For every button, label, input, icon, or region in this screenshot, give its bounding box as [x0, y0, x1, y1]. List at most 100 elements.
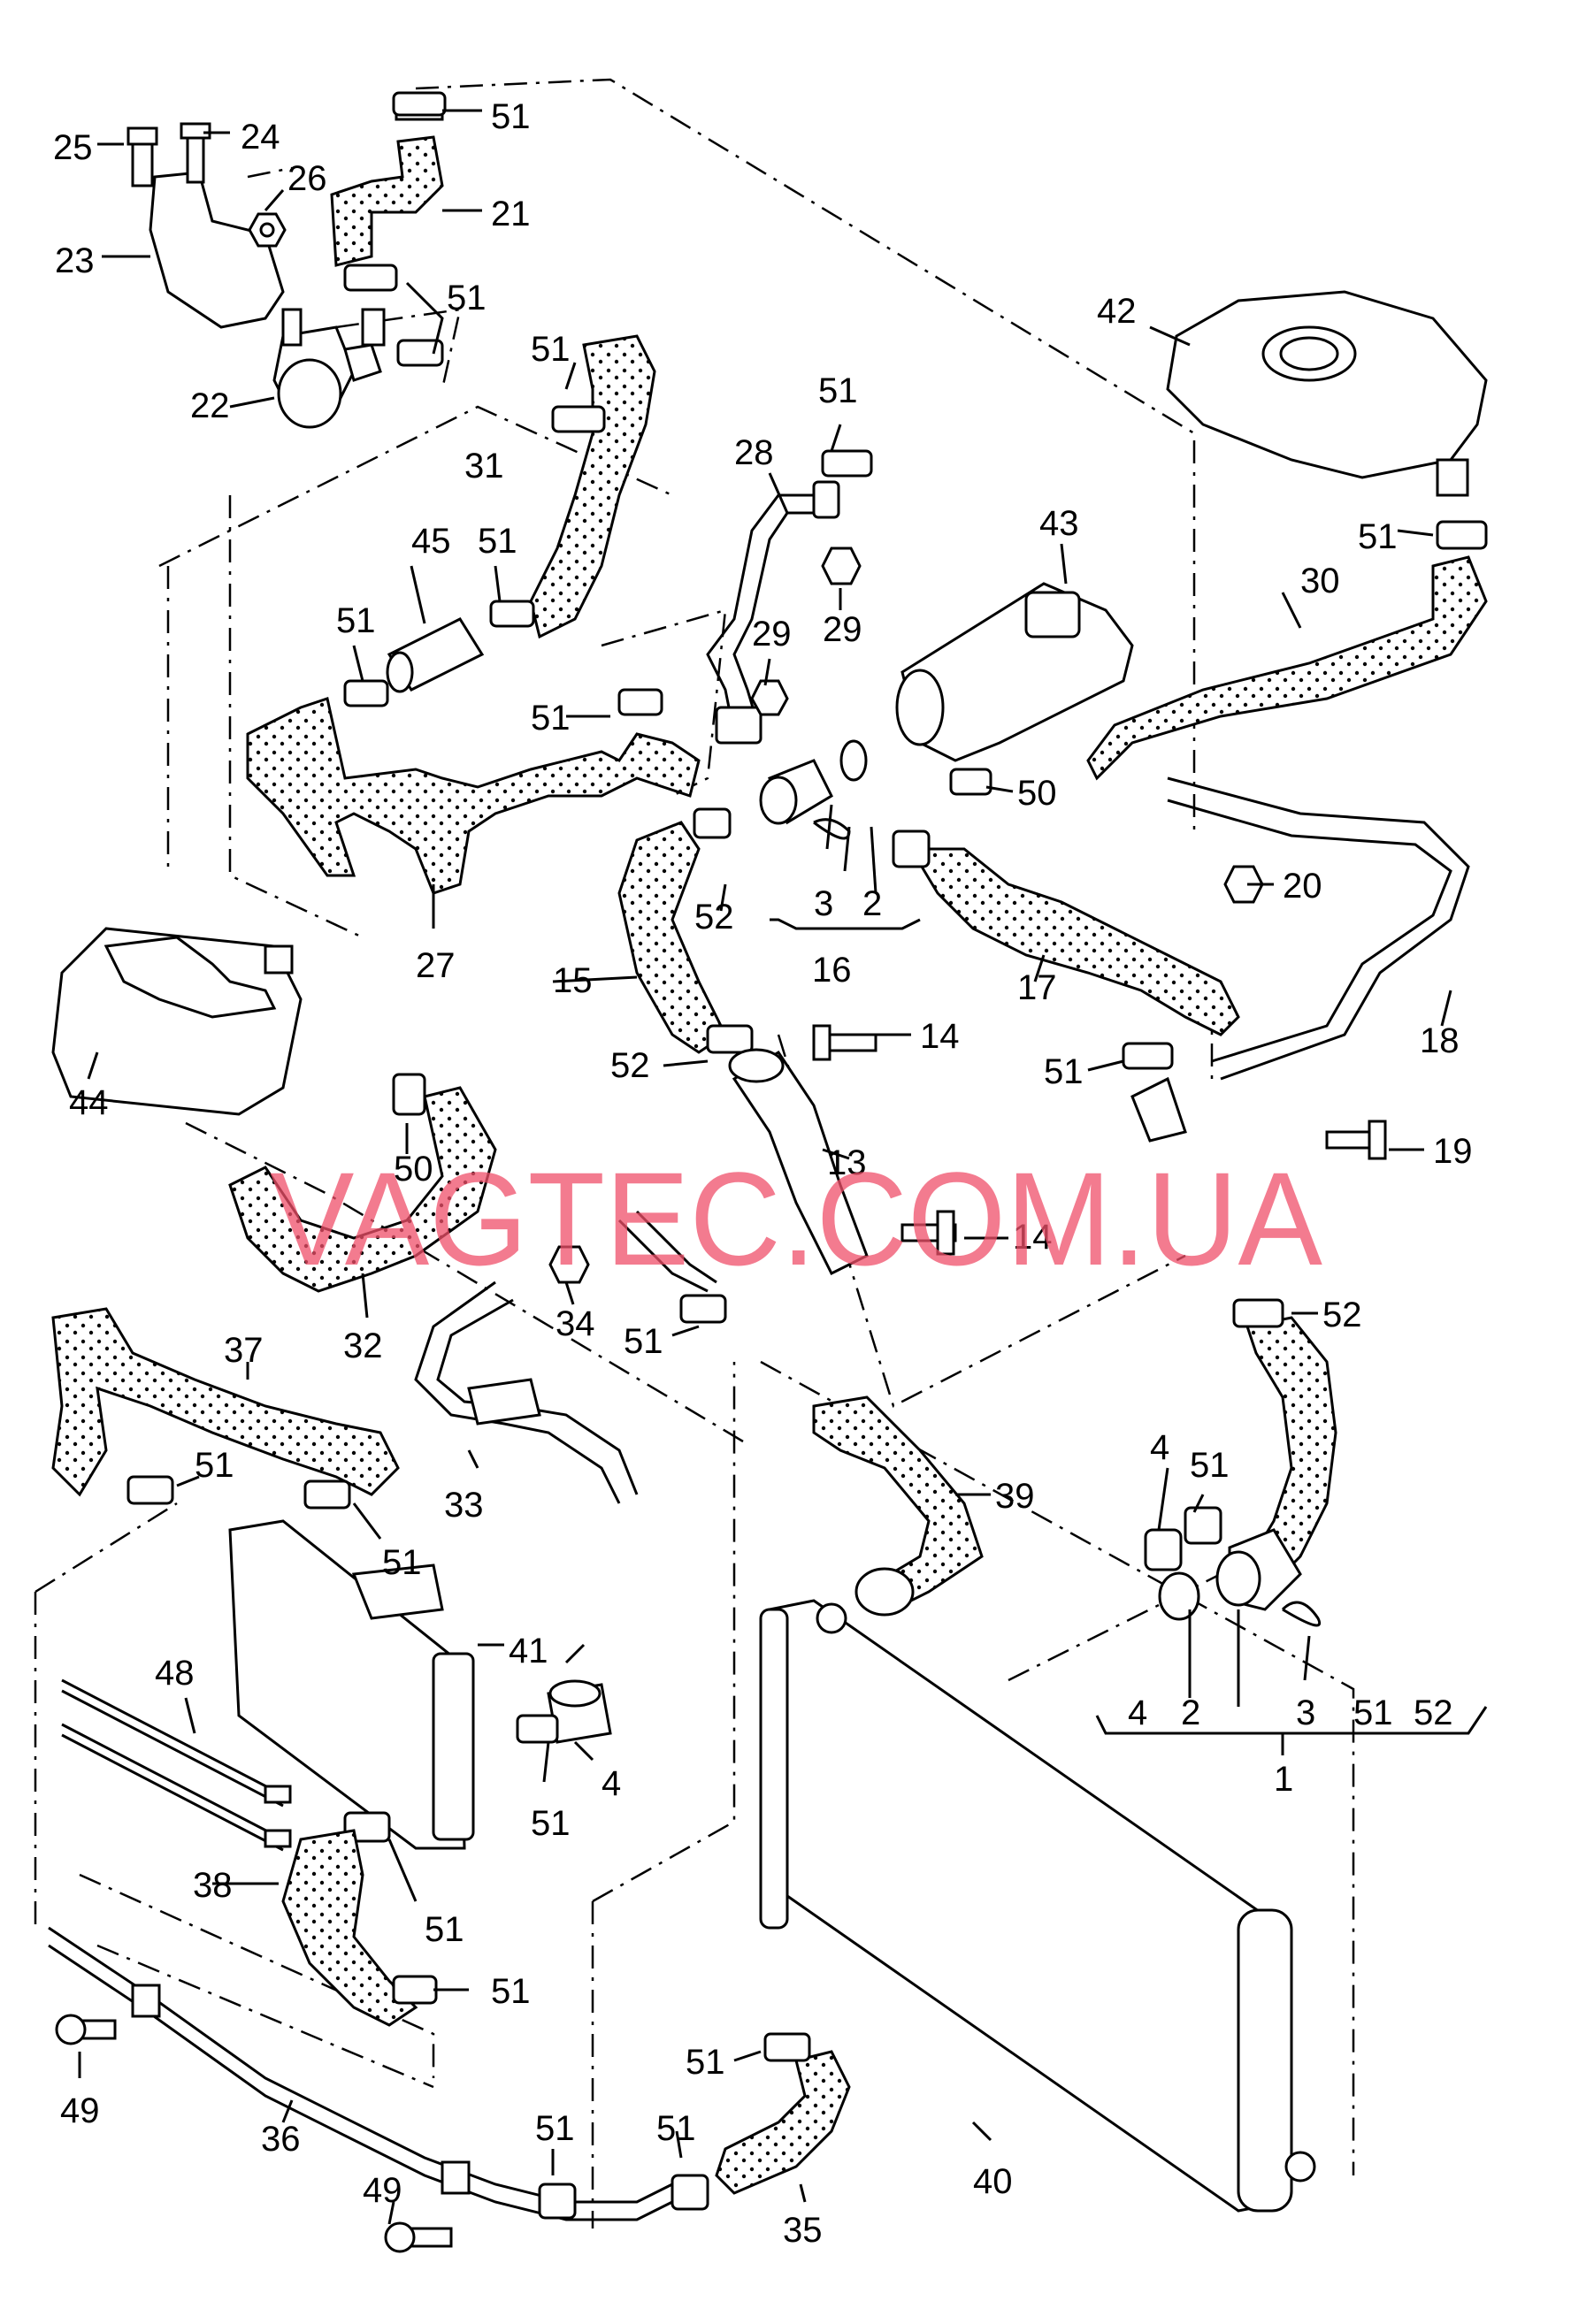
clamp-51-28 — [821, 449, 873, 478]
label-28: 28 — [734, 433, 774, 472]
clamps-51-41 — [343, 1714, 559, 1843]
label-37: 37 — [224, 1331, 264, 1370]
aux-coolant-pump-22 — [149, 171, 386, 429]
hose-15 — [617, 821, 727, 1054]
label-51: 51 — [382, 1543, 422, 1582]
label-16: 16 — [812, 951, 852, 990]
label-51: 51 — [425, 1910, 464, 1949]
nuts-29 — [750, 547, 862, 716]
label-25: 25 — [53, 128, 93, 167]
label-27: 27 — [416, 946, 456, 985]
nut-26 — [248, 212, 287, 248]
leader-lines — [78, 109, 1488, 2225]
label-51: 51 — [1044, 1052, 1084, 1091]
label-23: 23 — [55, 241, 95, 280]
label-51: 51 — [1358, 517, 1398, 556]
label-52: 52 — [610, 1046, 650, 1085]
expansion-tank-42 — [1166, 290, 1488, 497]
parts-4-2-3-right — [1144, 1506, 1321, 1627]
clamp-51-30 — [1436, 520, 1488, 550]
label-17: 17 — [1017, 968, 1057, 1007]
pipe-36 — [48, 1926, 673, 2221]
oil-cooler-44 — [51, 927, 303, 1116]
clamp-51-35 — [763, 2032, 811, 2062]
label-2: 2 — [862, 884, 882, 923]
label-4: 4 — [1128, 1693, 1147, 1732]
bolts-14 — [812, 1024, 957, 1256]
clamps-50-51-17 — [949, 768, 1174, 1070]
label-51: 51 — [531, 330, 571, 369]
label-51: 51 — [818, 371, 858, 410]
aux-radiator-41 — [228, 1519, 475, 1850]
label-18: 18 — [1420, 1021, 1460, 1060]
bolt-25 — [126, 126, 158, 187]
hose-17 — [892, 829, 1240, 1036]
label-39: 39 — [995, 1477, 1035, 1516]
bolt-24 — [180, 122, 211, 184]
hose-30 — [1086, 555, 1488, 781]
connector-1 — [1215, 1528, 1302, 1611]
clip-3 — [813, 818, 851, 840]
hose-35 — [715, 2050, 851, 2195]
pipe-13 — [728, 1048, 869, 1276]
hose-38 — [281, 1829, 418, 2027]
label-51: 51 — [624, 1322, 663, 1361]
label-33: 33 — [444, 1486, 484, 1525]
cable-ties-48 — [61, 1678, 292, 1852]
hose-21 — [330, 96, 444, 267]
label-21: 21 — [491, 195, 531, 233]
nut-34 — [548, 1245, 590, 1284]
seal-ring-2 — [839, 739, 868, 782]
label-2: 2 — [1181, 1693, 1200, 1732]
clamps-50-51-32 — [392, 1073, 727, 1324]
label-51: 51 — [336, 601, 376, 640]
label-14: 14 — [1013, 1218, 1053, 1257]
pipe-32-connector — [617, 1210, 717, 1293]
label-42: 42 — [1097, 292, 1137, 331]
label-50: 50 — [1017, 774, 1057, 813]
label-50: 50 — [394, 1150, 433, 1189]
label-40: 40 — [973, 2162, 1013, 2201]
label-3: 3 — [814, 884, 833, 923]
label-32: 32 — [343, 1326, 383, 1365]
label-48: 48 — [155, 1654, 195, 1693]
label-34: 34 — [556, 1304, 595, 1343]
label-51: 51 — [195, 1446, 234, 1485]
label-41: 41 — [509, 1632, 548, 1670]
label-19: 19 — [1433, 1132, 1473, 1171]
pipe-33 — [414, 1280, 639, 1504]
clamps-51-36 — [538, 2174, 709, 2220]
bolts-49 — [55, 2014, 453, 2253]
label-51: 51 — [531, 699, 571, 738]
bolt-19 — [1325, 1120, 1387, 1160]
label-52: 52 — [1322, 1296, 1362, 1334]
clamps-51-top — [343, 91, 447, 367]
hose-31 — [529, 334, 656, 639]
label-31: 31 — [464, 447, 504, 485]
label-49: 49 — [60, 2091, 100, 2130]
label-24: 24 — [241, 118, 280, 157]
label-45: 45 — [411, 522, 451, 561]
label-20: 20 — [1283, 867, 1322, 906]
label-51: 51 — [1190, 1446, 1230, 1485]
label-51: 51 — [531, 1804, 571, 1843]
label-51: 51 — [478, 522, 517, 561]
label-51: 51 — [656, 2109, 696, 2148]
label-30: 30 — [1300, 562, 1340, 600]
assembly-boundaries — [34, 78, 1355, 2228]
label-44: 44 — [69, 1083, 109, 1122]
main-radiator-40 — [759, 1599, 1316, 2213]
label-35: 35 — [783, 2211, 823, 2250]
nut-20 — [1223, 865, 1264, 904]
clamps-52 — [693, 807, 754, 1054]
label-1: 1 — [1274, 1760, 1293, 1799]
pipe-18 — [1167, 776, 1470, 1081]
label-4: 4 — [1150, 1428, 1169, 1467]
watermark-text: VAGTEC.COM.UA — [270, 1144, 1322, 1293]
label-51: 51 — [686, 2043, 725, 2082]
label-29: 29 — [823, 610, 862, 649]
label-15: 15 — [553, 961, 593, 1000]
thermostat-housing-43 — [895, 582, 1134, 762]
clamps-51-37 — [126, 1475, 351, 1510]
